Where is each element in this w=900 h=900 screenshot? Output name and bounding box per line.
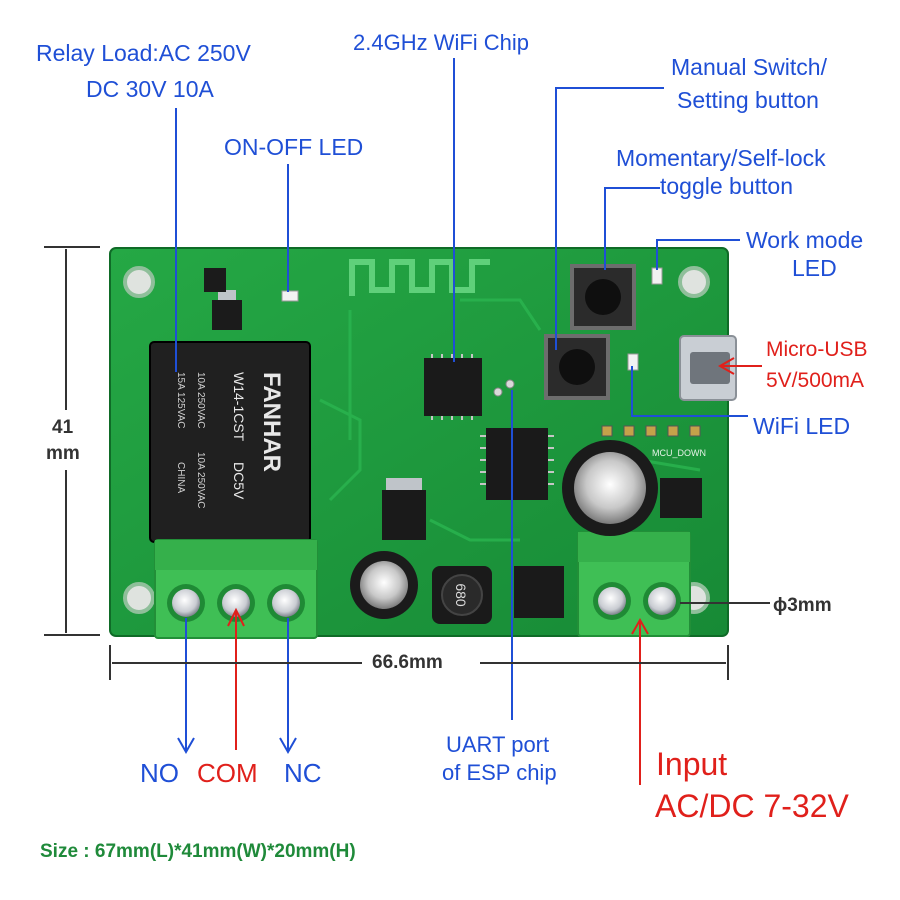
relay: FANHAR W14-1CST DC5V 10A 250VAC 15A 125V…: [149, 341, 311, 543]
wifi-led-label: WiFi LED: [753, 413, 851, 439]
screw-icon: [598, 587, 626, 615]
wifi-chip: [424, 354, 482, 420]
momentary-label-line1: Momentary/Self-lock: [616, 145, 826, 171]
input-terminal-block: [577, 531, 691, 637]
wifi-antenna: [349, 259, 490, 296]
on-off-led-icon: [281, 290, 299, 302]
screw-icon: [648, 587, 676, 615]
uart-pad-icon: [505, 379, 515, 389]
work-mode-label-line2: LED: [792, 255, 837, 281]
relay-rating-3: 10A 250VAC: [195, 452, 206, 509]
wifi-chip-label: 2.4GHz WiFi Chip: [353, 30, 530, 55]
mcu-chip: [480, 428, 554, 500]
screw-icon: [272, 589, 300, 617]
relay-load-label-line1: Relay Load:AC 250V: [36, 40, 251, 66]
output-terminal-block: [154, 539, 318, 639]
relay-model: W14-1CST: [231, 372, 247, 442]
momentary-label-line2: toggle button: [660, 173, 794, 199]
hole-diameter-label: ϕ3mm: [773, 595, 832, 616]
header-pins: [601, 425, 701, 437]
relay-origin: CHINA: [175, 462, 186, 493]
dimension-lines: [44, 246, 770, 680]
power-transistor: [660, 478, 702, 518]
micro-usb-label-line2: 5V/500mA: [766, 369, 865, 392]
voltage-regulator: [382, 490, 426, 540]
input-label-line2: AC/DC 7-32V: [655, 788, 849, 824]
relay-load-label-line2: DC 30V 10A: [86, 76, 214, 102]
manual-switch-label-line2: Setting button: [677, 87, 819, 113]
relay-transistor: [212, 300, 242, 330]
manual-switch-label-line1: Manual Switch/: [671, 54, 827, 80]
relay-brand: FANHAR: [258, 372, 285, 472]
inductor-code: 680: [453, 583, 469, 607]
micro-usb-port[interactable]: [679, 335, 737, 401]
relay-rating-1: 10A 250VAC: [195, 372, 206, 429]
inductor: 680: [432, 566, 492, 624]
height-dimension-unit: mm: [46, 443, 80, 464]
work-mode-led-icon: [651, 267, 663, 285]
width-dimension-label: 66.6mm: [372, 652, 443, 673]
com-terminal-label: COM: [197, 758, 258, 788]
pointer-lines-blue: [175, 58, 748, 755]
work-mode-label-line1: Work mode: [746, 227, 864, 253]
relay-rating-2: 15A 125VAC: [175, 372, 186, 429]
capacitor-small: [350, 551, 418, 619]
size-footer-text: Size : 67mm(L)*41mm(W)*20mm(H): [40, 841, 356, 862]
screw-icon: [172, 589, 200, 617]
uart-label-line1: UART port: [446, 732, 550, 757]
driver-chip: [514, 566, 564, 618]
screw-icon: [222, 589, 250, 617]
relay-voltage: DC5V: [231, 462, 247, 500]
pointer-lines-red: [227, 357, 762, 785]
momentary-toggle-button[interactable]: [570, 264, 636, 330]
nc-terminal-label: NC: [284, 758, 322, 788]
input-label-line1: Input: [656, 746, 728, 782]
on-off-led-label: ON-OFF LED: [224, 134, 364, 160]
height-dimension-value: 41: [52, 417, 74, 438]
mcu-down-marking: MCU_DOWN: [652, 448, 706, 458]
capacitor-large: [562, 440, 658, 536]
no-terminal-label: NO: [140, 758, 179, 788]
uart-label-line2: of ESP chip: [442, 760, 557, 785]
micro-usb-label-line1: Micro-USB: [766, 338, 868, 361]
